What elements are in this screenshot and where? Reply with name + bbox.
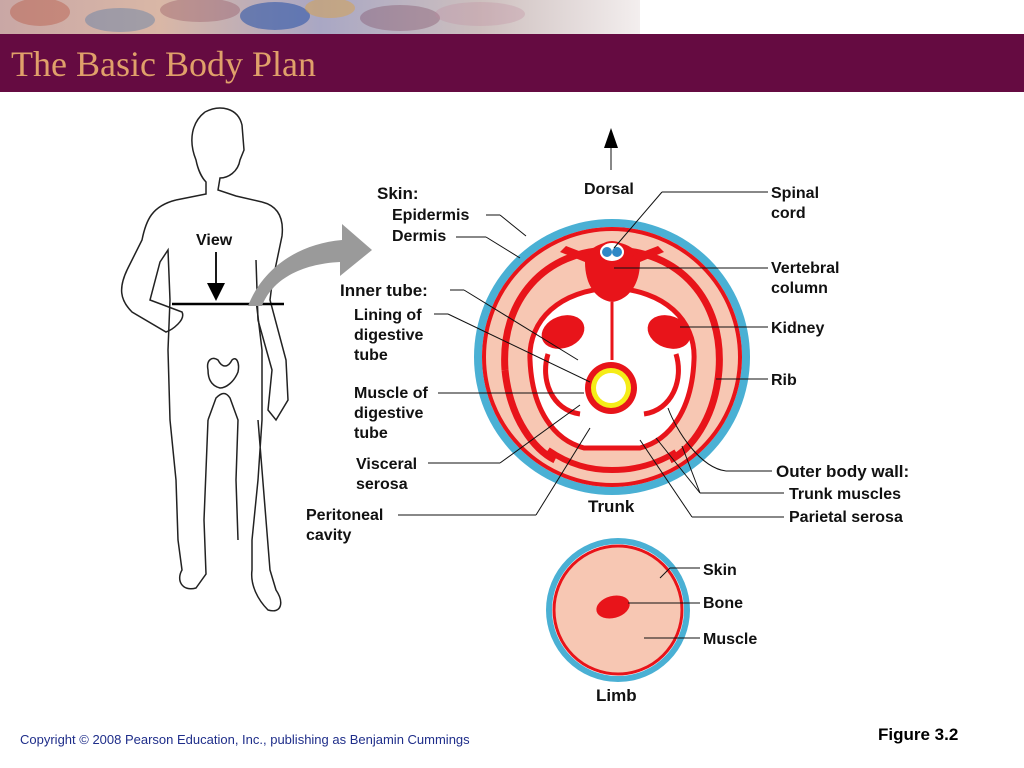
label-rib: Rib xyxy=(771,372,797,389)
trunk-cross-section xyxy=(474,219,750,495)
view-label: View xyxy=(196,232,233,249)
label-trunk-muscles: Trunk muscles xyxy=(789,486,901,503)
label-dermis: Dermis xyxy=(392,228,446,245)
label-visceral-1: Visceral xyxy=(356,456,417,473)
label-inner-tube: Inner tube: xyxy=(340,281,428,300)
leader-lines xyxy=(398,135,784,639)
body-plan-figure: View xyxy=(120,107,909,705)
label-limb-muscle: Muscle xyxy=(703,631,757,648)
label-lining-1: Lining of xyxy=(354,307,422,324)
label-outer-body-wall: Outer body wall: xyxy=(776,462,909,481)
label-limb-skin: Skin xyxy=(703,562,737,579)
label-muscle-3: tube xyxy=(354,425,388,442)
slide-title: The Basic Body Plan xyxy=(11,44,316,84)
label-kidney: Kidney xyxy=(771,320,824,337)
label-skin: Skin: xyxy=(377,184,419,203)
label-visceral-2: serosa xyxy=(356,476,408,493)
label-spinal-2: cord xyxy=(771,205,806,222)
human-outline xyxy=(120,107,289,612)
banner-image xyxy=(0,0,640,34)
label-parietal-serosa: Parietal serosa xyxy=(789,509,903,526)
figure-number: Figure 3.2 xyxy=(878,725,959,744)
label-spinal-1: Spinal xyxy=(771,185,819,202)
copyright-notice: Copyright © 2008 Pearson Education, Inc.… xyxy=(20,732,470,747)
label-muscle-2: digestive xyxy=(354,405,423,422)
grey-arrow-icon xyxy=(248,224,372,306)
label-peritoneal-2: cavity xyxy=(306,527,351,544)
label-peritoneal-1: Peritoneal xyxy=(306,507,383,524)
label-muscle-1: Muscle of xyxy=(354,385,428,402)
label-limb-bone: Bone xyxy=(703,595,743,612)
label-vertebral-2: column xyxy=(771,280,828,297)
label-vertebral-1: Vertebral xyxy=(771,260,839,277)
label-lining-3: tube xyxy=(354,347,388,364)
label-lining-2: digestive xyxy=(354,327,423,344)
label-limb: Limb xyxy=(596,686,637,705)
dorsal-arrow-icon xyxy=(604,128,618,148)
title-bar: The Basic Body Plan xyxy=(0,34,1024,92)
label-trunk: Trunk xyxy=(588,497,635,516)
label-epidermis: Epidermis xyxy=(392,207,469,224)
label-dorsal: Dorsal xyxy=(584,181,634,198)
limb-cross-section xyxy=(546,538,690,682)
